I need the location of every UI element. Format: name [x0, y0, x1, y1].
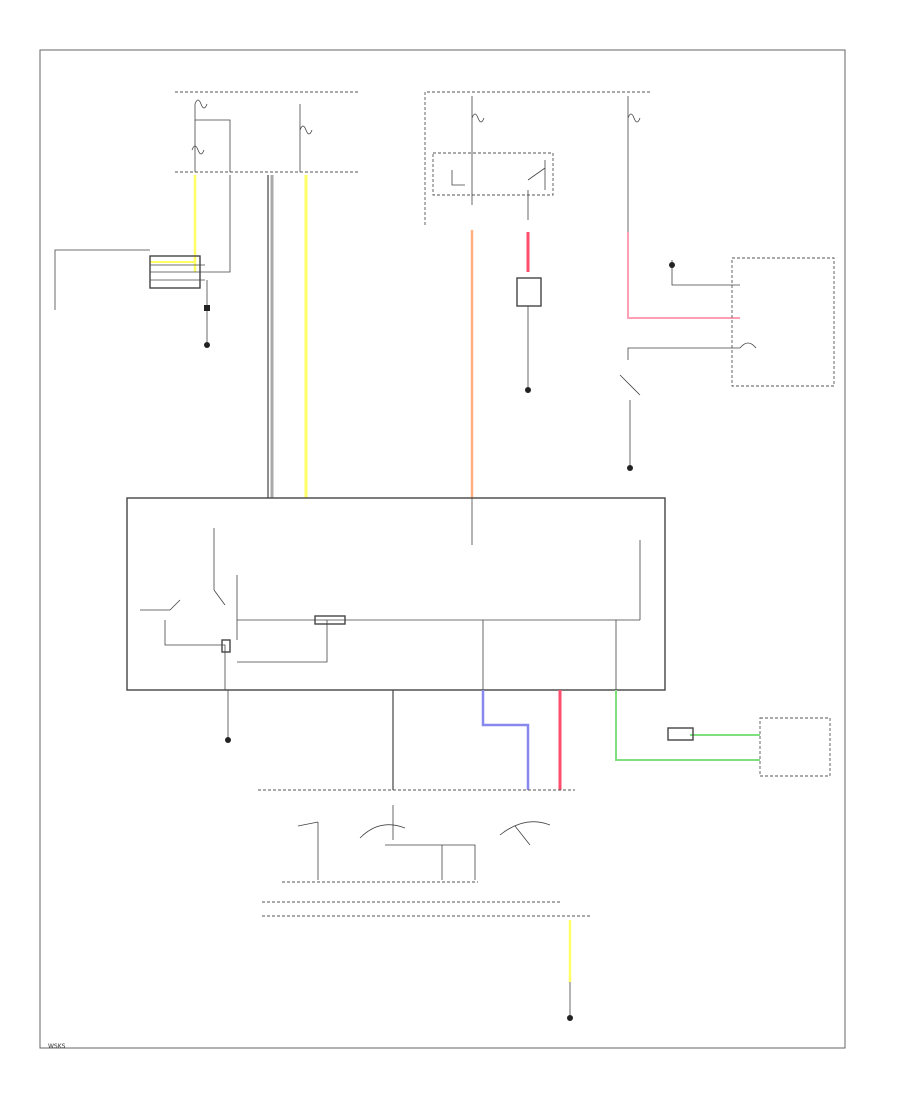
ground-symbol-icon [627, 465, 633, 471]
diagram-frame [39, 49, 846, 1049]
yellow-wires [150, 175, 308, 498]
lower-switches [282, 805, 551, 883]
ground-symbol-icon [525, 387, 531, 393]
main-module [126, 497, 666, 691]
device-center [516, 277, 542, 393]
ground-symbol-icon [204, 342, 210, 348]
green-wire [615, 690, 760, 761]
ground-symbol-icon [225, 737, 231, 743]
body-control-module [667, 717, 831, 777]
pink-wire [627, 232, 740, 319]
blue-wire [481, 690, 530, 790]
footer-code: WSKS [48, 1043, 66, 1050]
ground-symbol-icon [567, 1015, 573, 1021]
fuse-block-center [424, 91, 650, 225]
instrument-cluster [619, 257, 835, 471]
sensor-left [54, 175, 231, 348]
fuse-block-left [175, 91, 360, 173]
